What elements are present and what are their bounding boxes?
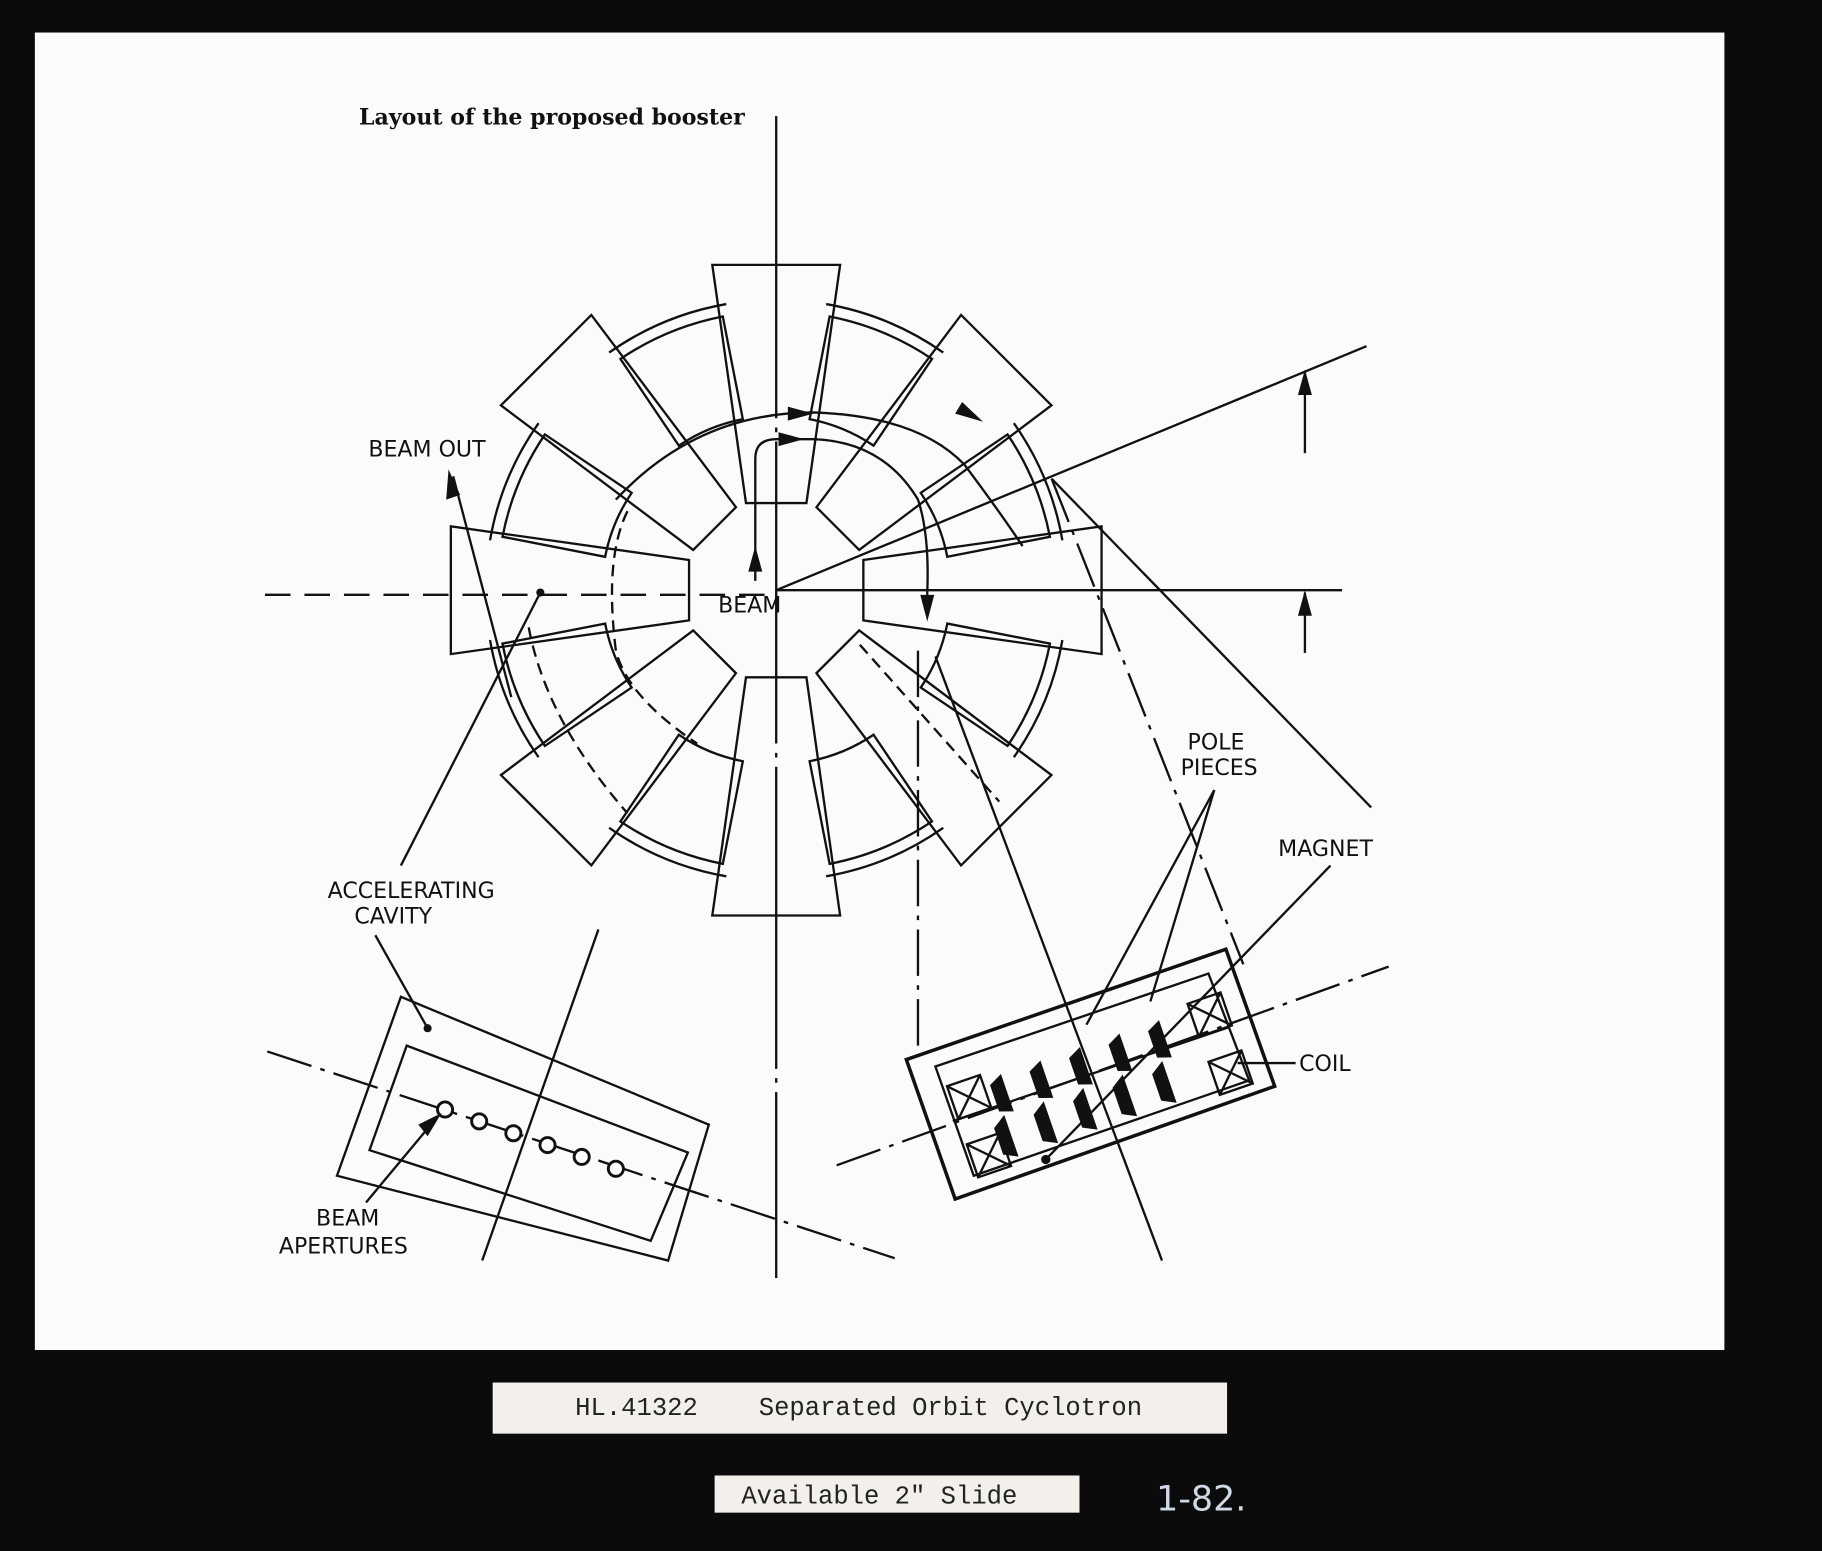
beam-apertures bbox=[436, 1100, 625, 1178]
label-beam-apertures-1: BEAM bbox=[316, 1207, 379, 1232]
sector-angle-line bbox=[775, 345, 1367, 592]
beam-arrow bbox=[920, 594, 935, 622]
coil-cross-section bbox=[1206, 1049, 1255, 1097]
figure-title: Layout of the proposed booster bbox=[359, 104, 745, 130]
magnet-projection-dashdot bbox=[1050, 478, 1245, 965]
beam-arrow bbox=[778, 432, 805, 447]
beam-aperture-circle bbox=[606, 1159, 625, 1178]
magnet-sector-wedge bbox=[499, 313, 738, 552]
pole-piece bbox=[1069, 1047, 1093, 1085]
paper-sheet bbox=[34, 32, 1725, 1351]
beam-orbit-mid bbox=[615, 411, 1024, 547]
magnet-ring bbox=[449, 263, 1103, 917]
beam-orbit-inner bbox=[754, 437, 929, 616]
accelerating-cavity-segment bbox=[618, 733, 745, 866]
projection-dashed bbox=[859, 644, 1001, 803]
pole-piece bbox=[1073, 1087, 1098, 1130]
arrowhead bbox=[446, 469, 461, 500]
cavity-inset-leader bbox=[374, 934, 429, 1029]
label-pieces: PIECES bbox=[1181, 756, 1258, 781]
beam-aperture-circle bbox=[538, 1136, 557, 1155]
label-magnet: MAGNET bbox=[1278, 837, 1373, 862]
pole-piece bbox=[1108, 1033, 1133, 1072]
beam-orbit-dashed bbox=[610, 510, 698, 745]
accelerating-cavity-segment bbox=[501, 622, 634, 748]
label-coil: COIL bbox=[1299, 1052, 1351, 1077]
pole-piece bbox=[1029, 1060, 1054, 1099]
cavity-outer-arc bbox=[608, 302, 727, 354]
beam-arrow bbox=[787, 406, 814, 421]
beam-aperture-circle bbox=[572, 1147, 591, 1166]
accelerating-cavity-segment bbox=[808, 733, 934, 866]
cavity-leader bbox=[399, 591, 542, 867]
magnet-cross-section-inset bbox=[836, 789, 1389, 1202]
pole-piece bbox=[1152, 1060, 1177, 1103]
cavity-outer-arc bbox=[488, 422, 540, 541]
beam-arrow bbox=[955, 401, 984, 422]
slide-note: Available 2" Slide bbox=[741, 1482, 1017, 1511]
magnet-sector-wedge bbox=[710, 676, 842, 917]
magnet-sector-wedge bbox=[862, 524, 1103, 656]
beam-out-leader bbox=[452, 476, 513, 698]
beam-exit-dashed bbox=[527, 627, 629, 815]
cavity-outer-arc bbox=[1012, 639, 1064, 758]
pole-piece bbox=[1033, 1101, 1059, 1144]
label-beam-apertures-2: APERTURES bbox=[279, 1235, 408, 1260]
beam-aperture-circle bbox=[470, 1112, 489, 1131]
coil-cross-section bbox=[945, 1073, 993, 1121]
cavity-outer-arc bbox=[488, 639, 540, 758]
magnet-sector-wedge bbox=[710, 263, 842, 505]
coil-cross-section bbox=[1186, 990, 1234, 1039]
accelerating-cavity-segment bbox=[919, 622, 1052, 748]
cavity-outer-arc bbox=[825, 826, 944, 878]
caption-strip bbox=[492, 1382, 1228, 1434]
cavity-outer-arc bbox=[825, 302, 944, 354]
magnet-sector-wedge bbox=[449, 524, 691, 656]
leader-dot bbox=[536, 588, 545, 597]
cavity-outer-arc bbox=[608, 826, 727, 878]
label-accelerating: ACCELERATING bbox=[328, 879, 495, 904]
magnet-sector-wedge bbox=[499, 628, 738, 868]
label-beam: BEAM bbox=[718, 593, 781, 618]
label-beam-out: BEAM OUT bbox=[368, 438, 486, 463]
arrowhead bbox=[1297, 590, 1312, 616]
cavity-outer-arc bbox=[1012, 422, 1064, 541]
caption-title: Separated Orbit Cyclotron bbox=[759, 1394, 1142, 1423]
beam-aperture-circle bbox=[504, 1124, 523, 1143]
accelerating-cavity-segment bbox=[618, 315, 745, 448]
caption-reference: HL.41322 bbox=[575, 1394, 698, 1423]
pole-piece bbox=[994, 1114, 1019, 1157]
accelerating-cavity-segment bbox=[501, 432, 634, 559]
arrowhead bbox=[418, 1113, 442, 1137]
accelerating-cavity-segment bbox=[919, 432, 1052, 559]
magnet-sector-wedge bbox=[814, 628, 1054, 868]
accelerating-cavity-inset bbox=[266, 929, 896, 1262]
magnet-projection-line bbox=[1050, 477, 1372, 809]
magnet-projection-line bbox=[934, 656, 1164, 1261]
slide-note-strip bbox=[714, 1475, 1080, 1513]
arrowhead bbox=[1297, 369, 1312, 396]
beam-arrow bbox=[748, 546, 763, 572]
handwritten-number: 1-82. bbox=[1156, 1479, 1246, 1519]
accelerating-cavity-segment bbox=[808, 315, 934, 448]
magnet-sector-wedge bbox=[814, 313, 1054, 552]
apertures-leader bbox=[365, 1118, 437, 1204]
pole-piece bbox=[990, 1073, 1014, 1112]
label-cavity: CAVITY bbox=[354, 905, 432, 930]
label-pole: POLE bbox=[1188, 730, 1245, 755]
